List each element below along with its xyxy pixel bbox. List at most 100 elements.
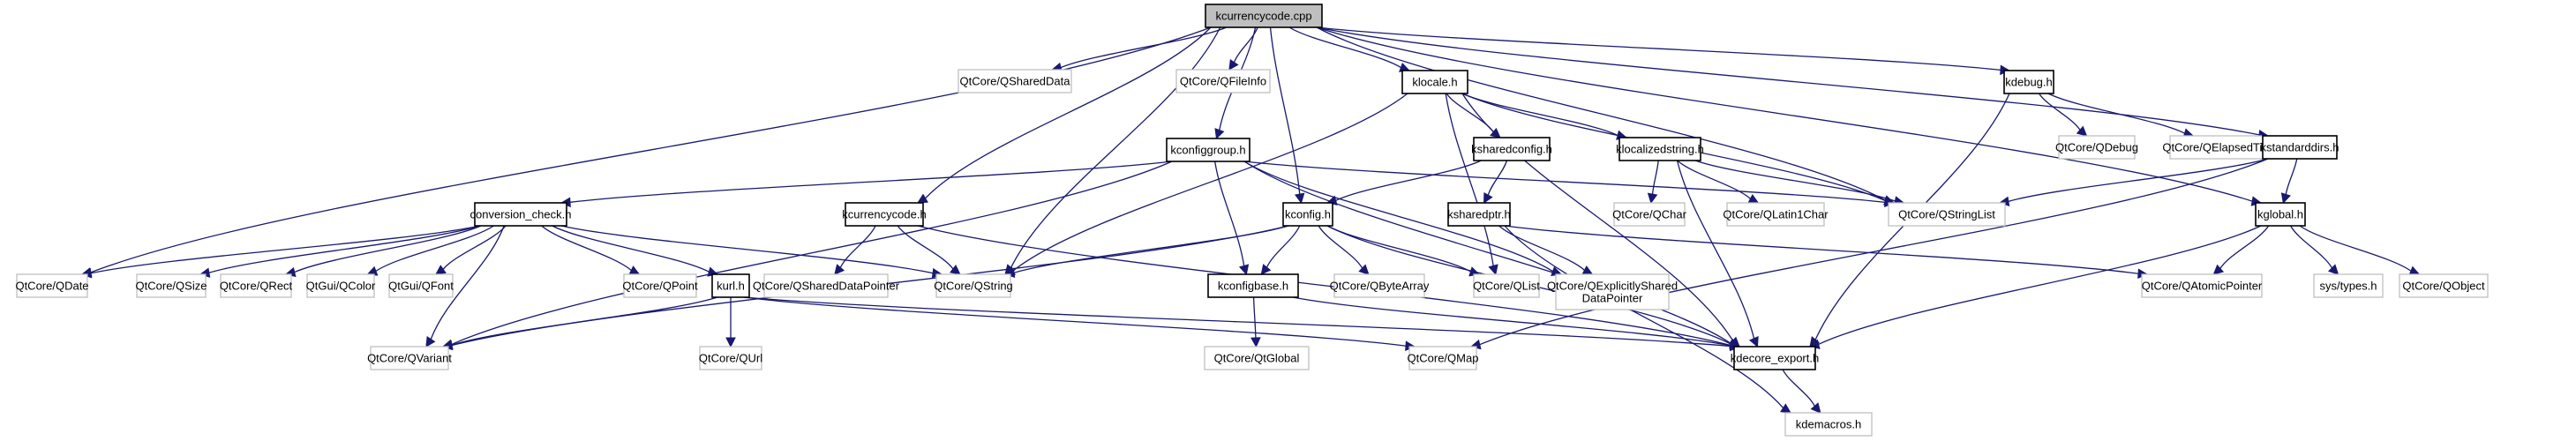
node-kconfiggroup-h[interactable]: kconfiggroup.h <box>1166 138 1250 162</box>
node-box[interactable] <box>1282 202 1333 227</box>
node-label: QtCore/QMap <box>1408 351 1479 364</box>
node-kdemacros-h: kdemacros.h <box>1784 412 1873 437</box>
node-kconfig-h[interactable]: kconfig.h <box>1282 202 1333 227</box>
edge-kdecore_export_h-to-kdemacros_h <box>1782 369 1815 407</box>
node-label: ksharedconfig.h <box>1471 142 1552 155</box>
node-label: ksharedptr.h <box>1447 207 1511 220</box>
edge-kurl_h-to-kdecore_export_h <box>743 296 1731 348</box>
arrowhead-icon <box>725 337 736 348</box>
arrowhead-icon <box>435 265 447 275</box>
edge-kconfig_h-to-qlist <box>1326 225 1471 273</box>
edge-kstandarddirs_h-to-kglobal_h <box>2285 158 2298 195</box>
node-label: DataPointer <box>1582 291 1643 304</box>
node-box[interactable] <box>1618 137 1701 161</box>
node-label: kdebug.h <box>2005 75 2053 88</box>
node-qtglobal: QtCore/QtGlobal <box>1204 346 1310 370</box>
node-ksharedptr-h[interactable]: ksharedptr.h <box>1447 202 1511 227</box>
edge-kcurrencycode_cpp-to-kglobal_h <box>1316 26 2253 202</box>
node-kglobal-h[interactable]: kglobal.h <box>2255 202 2306 227</box>
edge-kcurrencycode_cpp-to-qdate <box>90 26 1212 273</box>
edge-kglobal_h-to-qobject <box>2299 225 2412 272</box>
edge-kcurrencycode_cpp-to-kconfig_h <box>1269 26 1301 195</box>
edge-kglobal_h-to-systypes_h <box>2289 225 2333 269</box>
node-box <box>958 69 1072 93</box>
node-qobject: QtCore/QObject <box>2399 273 2489 298</box>
node-box[interactable] <box>1473 137 1551 161</box>
node-label: kurl.h <box>717 279 745 292</box>
edge-kconfiggroup_h-to-qvariant <box>451 161 1173 346</box>
edge-ksharedconfig_h-to-kconfig_h <box>1335 160 1482 201</box>
node-box[interactable] <box>2262 135 2338 160</box>
node-kdebug-h[interactable]: kdebug.h <box>2003 70 2054 94</box>
node-label: QtCore/QStringList <box>1898 207 1995 220</box>
edge-klocale_h-to-kdecore_export_h <box>1461 93 1734 341</box>
node-box <box>370 346 449 370</box>
node-label: QtCore/QSharedData <box>959 74 1070 87</box>
edge-kcurrencycode_cpp-to-qstringlist <box>1316 26 1886 201</box>
edge-klocalizedstring_h-to-qchar <box>1651 160 1659 195</box>
arrowhead-icon <box>1780 403 1791 414</box>
node-kcurrencycode-h[interactable]: kcurrencycode.h <box>842 202 927 227</box>
node-box[interactable] <box>2003 70 2054 94</box>
node-conversion-check-h[interactable]: conversion_check.h <box>470 202 572 227</box>
arrowhead-icon <box>1250 337 1261 348</box>
node-box[interactable] <box>1207 273 1299 298</box>
node-klocalizedstring-h[interactable]: klocalizedstring.h <box>1616 137 1704 161</box>
edge-kstandarddirs_h-to-qstringlist <box>2008 158 2269 203</box>
node-box <box>1175 69 1271 93</box>
edge-ksharedptr_h-to-qexplicitlyshared <box>1498 225 1585 271</box>
node-box[interactable] <box>711 273 750 298</box>
arrowhead-icon <box>425 336 436 348</box>
node-label: QtCore/QDebug <box>2055 140 2138 153</box>
node-label: kglobal.h <box>2257 207 2303 220</box>
node-box[interactable] <box>1166 138 1250 162</box>
node-box <box>2399 273 2489 298</box>
edge-kcurrencycode_cpp-to-kstandarddirs_h <box>1316 26 2260 136</box>
arrowhead-icon <box>1294 192 1305 205</box>
node-qlatin1char: QtCore/QLatin1Char <box>1723 202 1829 227</box>
node-kdecore-export-h[interactable]: kdecore_export.h <box>1731 346 1819 370</box>
node-box <box>699 346 762 370</box>
arrowhead-icon <box>834 264 845 275</box>
node-box[interactable] <box>1401 70 1468 94</box>
node-klocale-h[interactable]: klocale.h <box>1401 70 1468 94</box>
node-qshareddatapointer: QtCore/QSharedDataPointer <box>753 273 900 298</box>
node-box[interactable] <box>474 202 567 227</box>
node-box[interactable] <box>1205 4 1323 28</box>
edge-kcurrencycode_cpp-to-qstring <box>1010 26 1221 268</box>
arrowhead-icon <box>628 265 641 275</box>
edge-klocale_h-to-qlist <box>1445 93 1494 266</box>
node-qlist: QtCore/QList <box>1473 273 1540 298</box>
edge-conversion_check_h-to-qvariant <box>430 225 505 340</box>
edge-conversion_check_h-to-qpoint <box>541 225 632 272</box>
node-box <box>623 273 697 298</box>
node-label: sys/types.h <box>2319 279 2377 292</box>
node-label: QtCore/QVariant <box>367 351 452 364</box>
node-qmap: QtCore/QMap <box>1408 346 1479 370</box>
arrowhead-icon <box>1238 264 1250 276</box>
node-kconfigbase-h[interactable]: kconfigbase.h <box>1207 273 1299 298</box>
arrowhead-icon <box>1214 128 1225 140</box>
node-kstandarddirs-h[interactable]: kstandarddirs.h <box>2261 135 2339 160</box>
node-box[interactable] <box>1447 202 1511 227</box>
node-box <box>220 273 292 298</box>
edge-kconfiggroup_h-to-qexplicitlyshared <box>1243 161 1553 273</box>
node-label: klocalizedstring.h <box>1616 142 1704 155</box>
node-label: QtCore/QString <box>934 279 1013 292</box>
node-ksharedconfig-h[interactable]: ksharedconfig.h <box>1471 137 1552 161</box>
edge-kurl_h-to-qmap <box>743 296 1407 347</box>
node-box[interactable] <box>1733 346 1816 370</box>
edges-layer <box>80 26 2421 414</box>
node-kcurrencycode-cpp[interactable]: kcurrencycode.cpp <box>1205 4 1323 28</box>
node-label: QtCore/QtGlobal <box>1214 351 1300 364</box>
node-qshareddata: QtCore/QSharedData <box>958 69 1072 93</box>
node-qrect: QtCore/QRect <box>220 273 293 298</box>
arrowhead-icon <box>2327 264 2339 275</box>
node-box[interactable] <box>845 202 924 227</box>
node-label: QtGui/QFont <box>388 279 454 292</box>
edge-kdebug_h-to-qdebug <box>2039 93 2081 131</box>
node-kurl-h[interactable]: kurl.h <box>711 273 750 298</box>
node-box[interactable] <box>2255 202 2306 227</box>
arrowhead-icon <box>1810 402 1821 414</box>
